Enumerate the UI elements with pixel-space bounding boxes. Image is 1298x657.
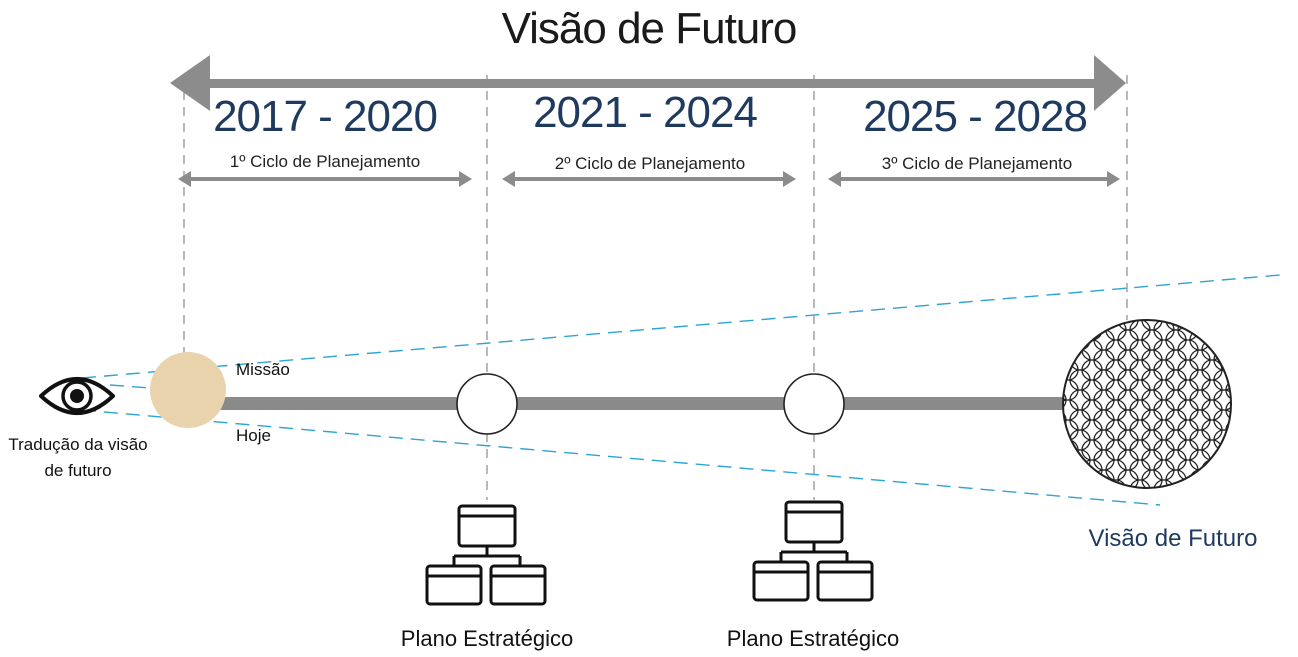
period-guides (183, 75, 1128, 500)
diagram-title: Visão de Futuro (501, 4, 798, 53)
mission-circle (150, 352, 226, 428)
plan-label-1: Plano Estratégico (400, 626, 574, 651)
cycle-label-1: 1º Ciclo de Planejamento (229, 152, 421, 171)
eye-icon (39, 377, 115, 415)
period-label-2: 2021 - 2024 (533, 88, 758, 137)
cycle-arrows (178, 171, 1120, 187)
org-chart-icon (752, 500, 874, 602)
vision-span-arrow (170, 55, 1126, 111)
eye-caption-line1: Tradução da visão (8, 435, 148, 454)
cycle-label-3: 3º Ciclo de Planejamento (881, 154, 1073, 173)
timeline-bar (220, 397, 1090, 410)
milestone-2024 (783, 373, 845, 435)
mission-label: Missão (236, 360, 290, 379)
vision-sphere (1062, 319, 1232, 489)
sight-lines (81, 274, 1281, 506)
eye-caption-line2: de futuro (44, 461, 112, 480)
period-label-1: 2017 - 2020 (213, 92, 438, 141)
cycle-label-2: 2º Ciclo de Planejamento (554, 154, 746, 173)
plan-label-2: Plano Estratégico (726, 626, 900, 651)
org-chart-icon (425, 504, 547, 606)
period-label-3: 2025 - 2028 (863, 92, 1088, 141)
milestone-2020 (456, 373, 518, 435)
vision-label: Visão de Futuro (1088, 525, 1258, 552)
today-label: Hoje (236, 426, 271, 445)
